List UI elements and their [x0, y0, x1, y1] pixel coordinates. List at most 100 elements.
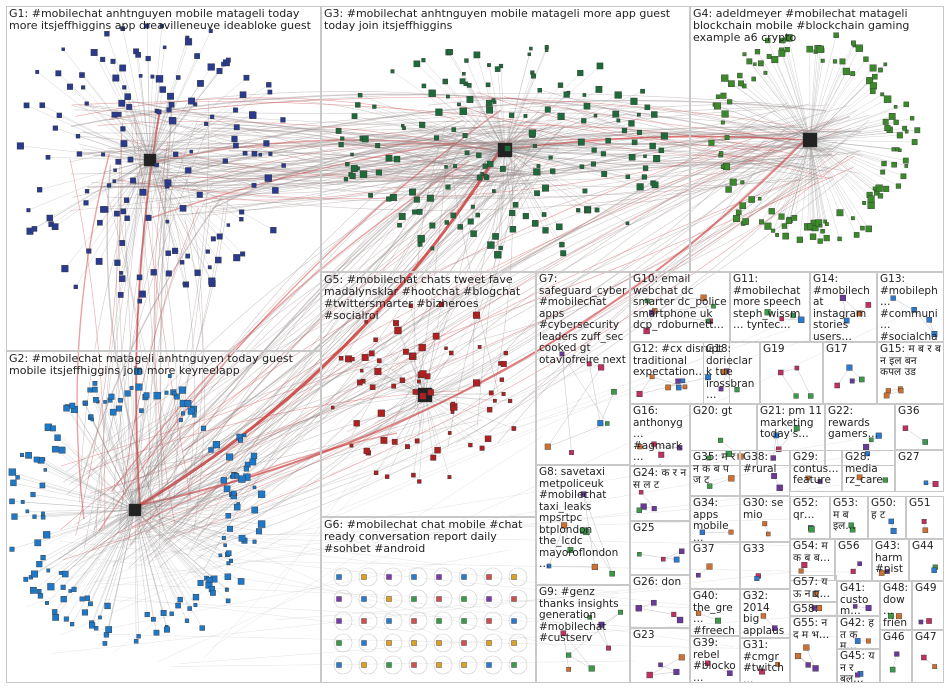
cluster-edge — [504, 149, 546, 231]
cluster-node — [192, 593, 200, 601]
cluster-edge — [134, 509, 226, 546]
cluster-edge — [134, 509, 260, 532]
small-group-node — [795, 652, 802, 660]
g6-node — [336, 662, 342, 668]
cluster-node — [500, 360, 507, 367]
small-group-edge — [640, 492, 655, 509]
cluster-edge — [383, 394, 426, 441]
cluster-edge — [745, 139, 811, 222]
cluster-edge — [453, 129, 506, 151]
peripheral-edge — [90, 549, 510, 632]
cluster-node — [402, 348, 409, 355]
self-loop — [433, 655, 453, 675]
small-group-node — [793, 425, 800, 432]
cluster-edge — [134, 509, 196, 606]
cluster-edge — [95, 509, 136, 629]
small-group-node — [637, 552, 642, 557]
cluster-node — [79, 72, 85, 78]
cluster-node — [509, 226, 517, 233]
self-loop — [483, 611, 503, 631]
small-group-node — [865, 302, 872, 308]
cluster-edge — [809, 139, 870, 196]
cluster-node — [46, 214, 53, 222]
peripheral-edge — [257, 518, 797, 536]
inter-group-edge — [467, 130, 516, 346]
cluster-edge — [134, 387, 140, 511]
small-group-node — [855, 672, 860, 678]
cluster-edge — [445, 149, 506, 168]
peripheral-edge — [251, 560, 859, 573]
cluster-node — [485, 82, 491, 88]
group-panel-g13: G13: #mobileph… #communi… #socialcha… #f… — [877, 272, 944, 342]
cluster-node — [651, 181, 659, 189]
cluster-edge — [134, 509, 148, 615]
cluster-edge — [134, 509, 172, 614]
cluster-node — [179, 260, 185, 265]
cluster-node — [212, 441, 221, 449]
small-group-node — [700, 294, 707, 301]
cluster-node — [537, 88, 542, 93]
cluster-edge — [55, 509, 136, 618]
group-panel-g23: G23 — [630, 628, 690, 683]
cluster-edge — [37, 71, 151, 161]
cluster-node — [66, 83, 74, 90]
small-group-edge — [601, 612, 621, 625]
cluster-node — [636, 183, 644, 191]
cluster-node — [187, 407, 195, 415]
small-group-node — [776, 446, 782, 452]
cluster-edge — [149, 41, 189, 161]
cluster-node — [483, 174, 488, 178]
cluster-edge — [126, 159, 151, 219]
cluster-node — [451, 127, 457, 132]
small-group-node — [560, 630, 567, 636]
cluster-node — [529, 46, 533, 51]
cluster-edge — [149, 159, 220, 237]
group-label-g27: G27 — [898, 452, 920, 463]
cluster-edge — [504, 65, 601, 151]
cluster-node — [775, 233, 780, 237]
self-loop — [333, 567, 353, 587]
cluster-node — [208, 447, 214, 453]
cluster-edge — [45, 469, 136, 511]
group-panel-g26: G26: don — [630, 575, 690, 628]
cluster-node — [468, 442, 473, 448]
cluster-node — [447, 475, 452, 480]
small-group-node — [544, 443, 551, 450]
cluster-node — [206, 576, 213, 583]
cluster-edge — [134, 509, 242, 582]
cluster-edge — [500, 66, 506, 151]
cluster-edge — [148, 159, 151, 218]
group-label-g5: G5: #mobilechat chats tweet fave madalyn… — [324, 274, 524, 322]
cluster-edge — [782, 40, 811, 141]
cluster-node — [628, 153, 636, 161]
inter-group-edge — [427, 97, 818, 148]
inter-group-edge — [128, 150, 822, 569]
small-group-node — [715, 617, 722, 624]
group-panel-g15: G15: म ब र ब न इल बन कपल उड — [877, 342, 944, 404]
cluster-edge — [809, 130, 918, 141]
cluster-node — [413, 196, 420, 203]
cluster-edge — [736, 139, 811, 219]
cluster-edge — [753, 78, 811, 141]
cluster-edge — [121, 103, 151, 161]
group-label-g11: G11: #mobilechat more speech steph_wissm… — [733, 274, 805, 331]
small-group-node — [848, 522, 854, 528]
cluster-edge — [794, 139, 811, 218]
cluster-edge — [504, 94, 585, 151]
cluster-edge — [21, 454, 136, 511]
group-panel-g5: G5: #mobilechat chats tweet fave madalyn… — [321, 272, 536, 517]
cluster-edge — [809, 60, 823, 141]
cluster-node — [207, 63, 215, 71]
cluster-node — [165, 219, 170, 224]
cluster-edge — [809, 139, 857, 236]
cluster-edge — [338, 130, 506, 151]
cluster-node — [732, 214, 740, 222]
g6-node — [361, 596, 367, 602]
cluster-edge — [134, 392, 167, 511]
cluster-edge — [134, 509, 228, 555]
cluster-edge — [388, 149, 506, 200]
cluster-node — [579, 164, 585, 169]
cluster-node — [721, 110, 729, 118]
cluster-edge — [809, 139, 883, 173]
cluster-node — [205, 249, 210, 254]
